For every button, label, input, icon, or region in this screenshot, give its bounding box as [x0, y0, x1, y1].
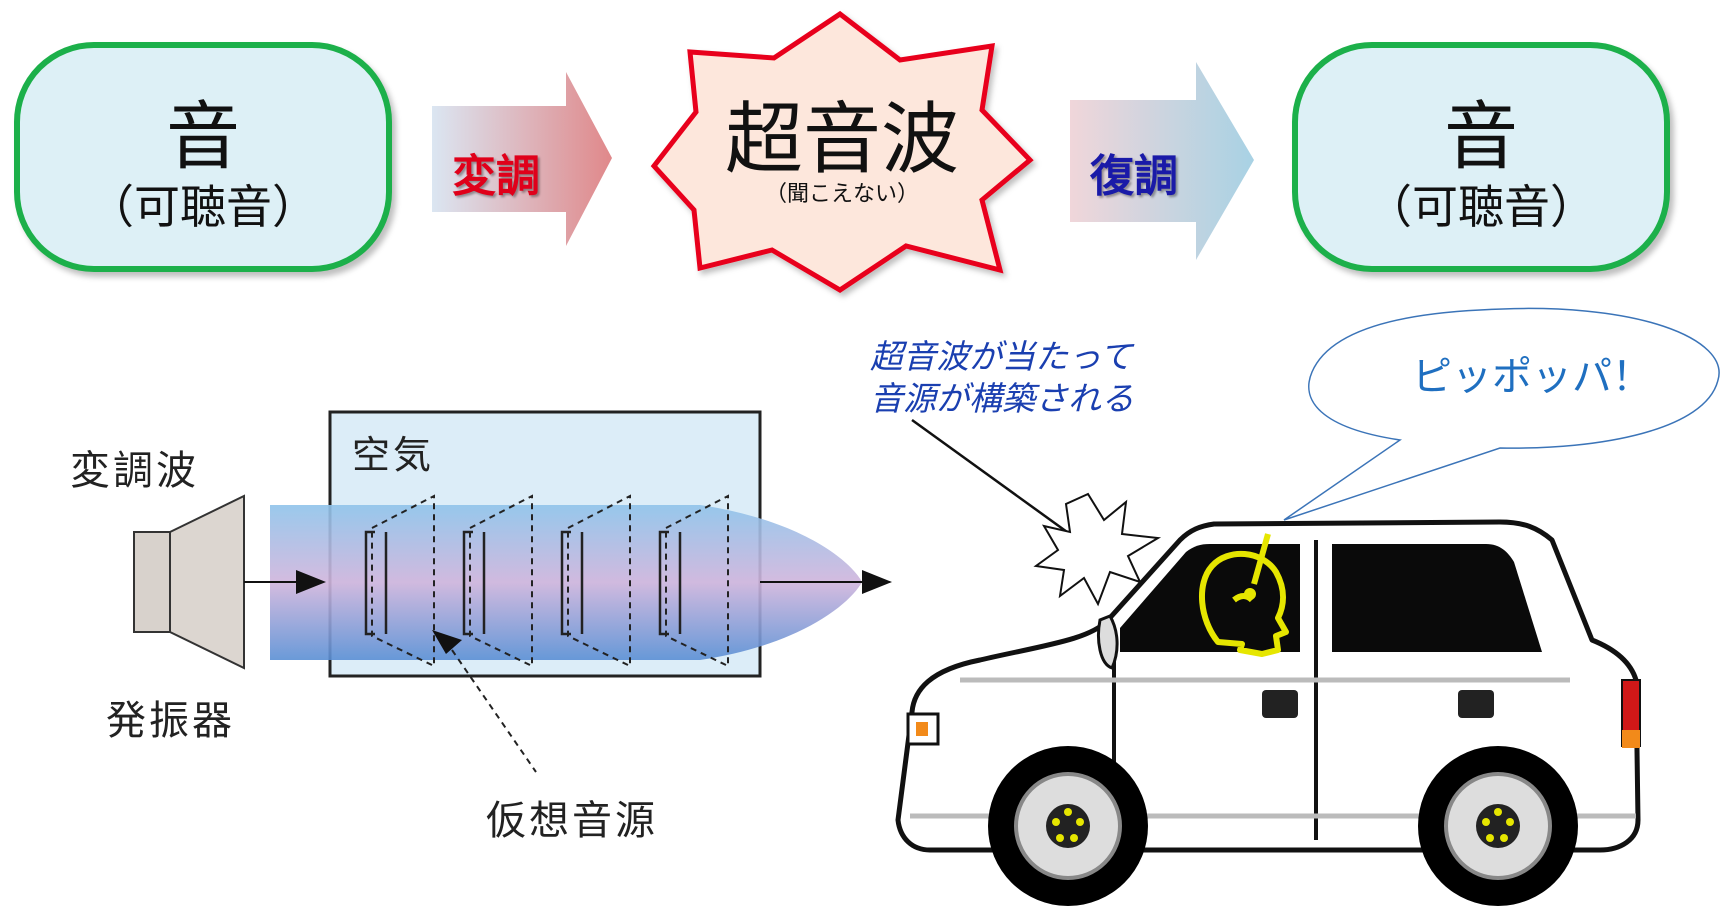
head-alert-icon — [1199, 533, 1289, 657]
output-sound-label: 音 — [1444, 94, 1518, 180]
output-sound-sublabel: （可聴音） — [1366, 180, 1596, 234]
rear-door-handle — [1458, 690, 1494, 718]
speech-bubble — [1283, 307, 1720, 521]
wavefront-frames — [371, 494, 729, 668]
ultrasound-text: 超音波 （聞こえない） — [700, 98, 984, 208]
demodulate-arrow — [1070, 62, 1254, 260]
annotation-line2: 音源が構築される — [870, 379, 1134, 418]
ultrasound-burst — [650, 10, 1034, 293]
annotation-line1: 超音波が当たって — [870, 337, 1133, 376]
output-sound-box: 音 （可聴音） — [1292, 42, 1670, 272]
annotation-text: 超音波が当たって 音源が構築される — [870, 336, 1190, 420]
side-mirror — [1097, 614, 1119, 670]
output-arrow-head — [862, 570, 892, 594]
modulate-label: 変調 — [452, 151, 540, 202]
ultrasound-label: 超音波 — [724, 95, 959, 185]
oscillator-body — [133, 531, 171, 633]
front-door-handle — [1262, 690, 1298, 718]
modulated-wave-label: 変調波 — [70, 448, 199, 494]
rear-wheel — [1418, 746, 1578, 906]
air-label: 空気 — [352, 433, 435, 477]
window-rear — [1332, 544, 1542, 652]
impact-burst — [1033, 492, 1162, 607]
modulate-arrow — [432, 72, 612, 246]
ultrasound-sublabel: （聞こえない） — [764, 182, 919, 207]
virtual-source-brackets — [364, 530, 682, 636]
input-sound-box: 音 （可聴音） — [14, 42, 392, 272]
virtual-source-label: 仮想音源 — [486, 798, 658, 844]
front-wheel — [988, 746, 1148, 906]
oscillator-horn — [169, 494, 245, 670]
oscillator-label: 発振器 — [106, 698, 235, 744]
input-arrow-head — [296, 570, 326, 594]
input-sound-sublabel: （可聴音） — [88, 180, 318, 234]
ultrasound-beam — [270, 505, 862, 660]
demodulate-label: 復調 — [1090, 151, 1178, 202]
input-sound-label: 音 — [166, 94, 240, 180]
speech-bubble-text: ピッポッパ！ — [1412, 354, 1652, 400]
